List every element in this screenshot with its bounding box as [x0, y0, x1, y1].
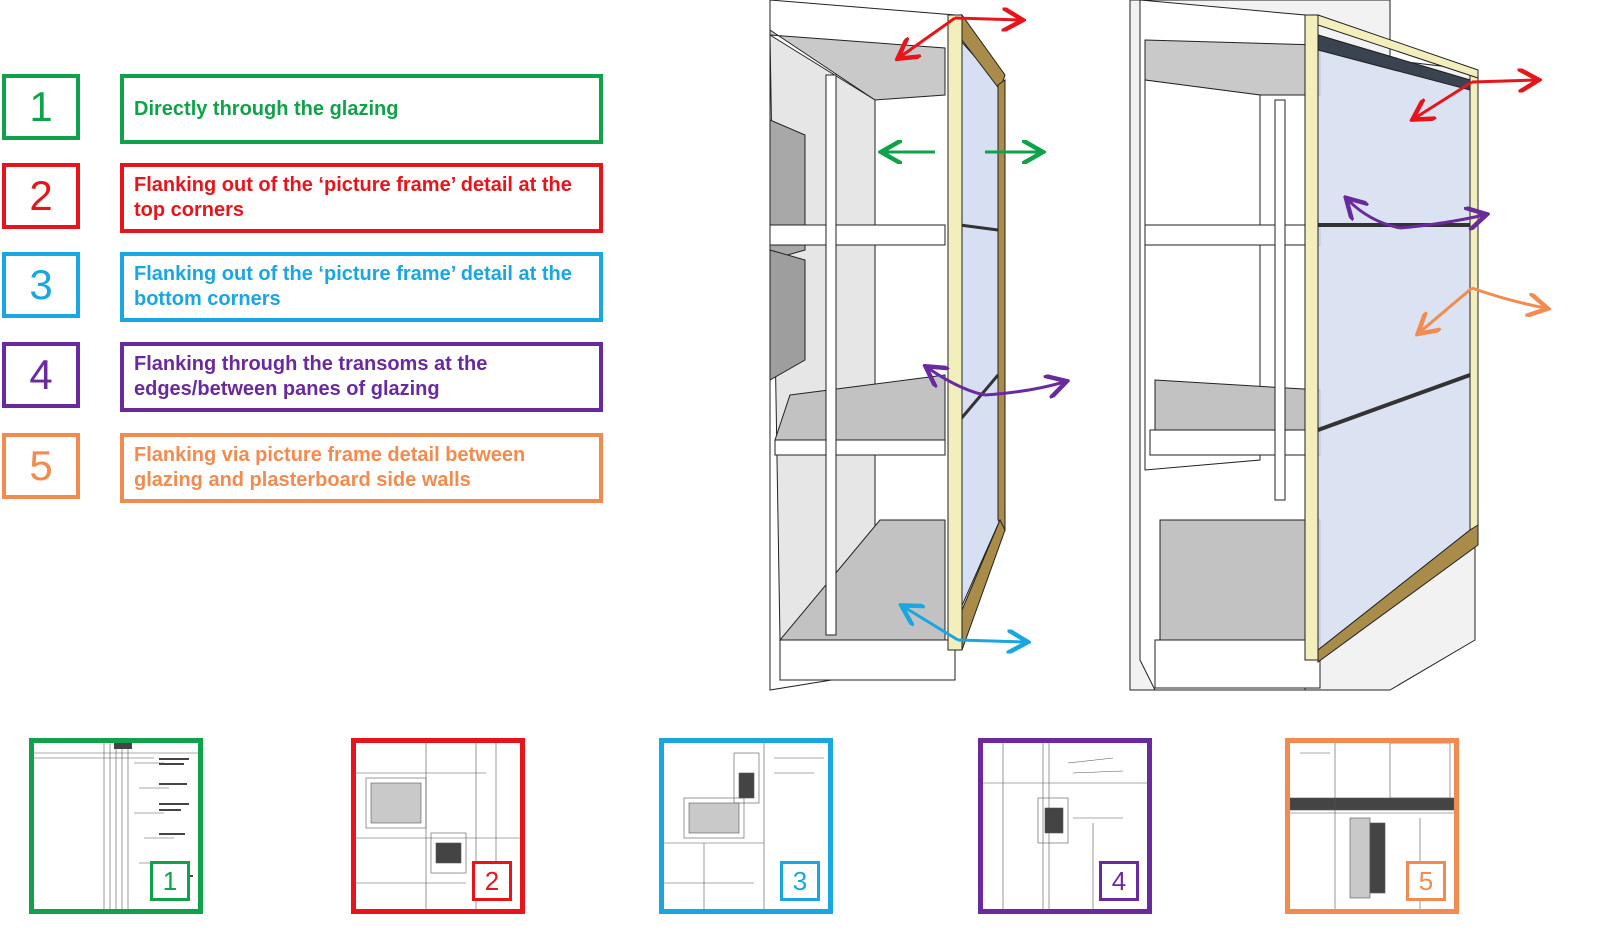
legend-label-1: Directly through the glazing	[120, 74, 603, 144]
left-window-model	[770, 0, 1005, 690]
detail-number-4: 4	[1099, 861, 1139, 901]
detail-number-2: 2	[472, 861, 512, 901]
detail-number-3: 3	[780, 861, 820, 901]
legend-label-4: Flanking through the transoms at the edg…	[120, 342, 603, 412]
detail-number-1: 1	[150, 861, 190, 901]
legend-number-5: 5	[2, 433, 80, 499]
legend-number-3: 3	[2, 252, 80, 318]
detail-drawing-5: 5	[1285, 738, 1459, 914]
legend-label-3: Flanking out of the ‘picture frame’ deta…	[120, 252, 603, 322]
detail-drawing-1: 1	[29, 738, 203, 914]
right-window-model	[1130, 0, 1478, 690]
legend-number-2: 2	[2, 163, 80, 229]
detail-drawing-3: 3	[659, 738, 833, 914]
detail-drawing-2: 2	[351, 738, 525, 914]
legend-number-4: 4	[2, 342, 80, 408]
legend-label-2: Flanking out of the ‘picture frame’ deta…	[120, 163, 603, 233]
window-models-illustration	[745, 0, 1575, 700]
legend-number-1: 1	[2, 74, 80, 140]
legend-label-5: Flanking via picture frame detail betwee…	[120, 433, 603, 503]
detail-drawing-4: 4	[978, 738, 1152, 914]
detail-number-5: 5	[1406, 861, 1446, 901]
